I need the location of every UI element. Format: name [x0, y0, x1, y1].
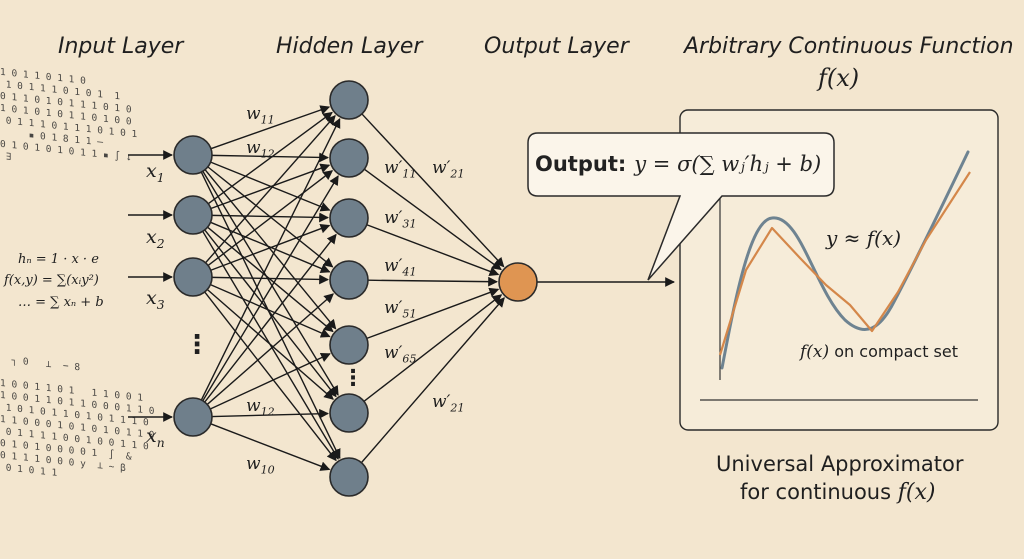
edge-h1-out — [361, 113, 505, 268]
edge-in-2-h2 — [210, 163, 331, 210]
hidden-ellipsis: ⋮ — [342, 366, 364, 391]
caption-line-2-text: for continuous — [740, 480, 892, 504]
hidden-layer-title: Hidden Layer — [276, 34, 423, 59]
hidden-node-3 — [329, 198, 369, 238]
weight-label-w12-bottom: w12 — [246, 396, 275, 419]
caption-line-2-symbol: f(x) — [897, 480, 936, 505]
input-node-4 — [173, 397, 213, 437]
edges-group — [128, 105, 675, 471]
binary-stream-bottom: ┐ 0 ⊥ − 8 1 0 0 1 1 0 1 1 1 0 0 1 1 0 0 … — [0, 355, 155, 479]
edge-in-2-h1 — [207, 111, 333, 205]
input-node-1 — [173, 135, 213, 175]
hidden-node-5 — [329, 325, 369, 365]
output-callout: Output: y = σ(∑ wⱼ′hⱼ + b) — [535, 140, 835, 188]
edge-in-3-h1 — [205, 115, 336, 264]
output-callout-bubble — [527, 132, 835, 281]
edge-in-1-h7 — [200, 171, 341, 459]
hidden-node-6 — [329, 393, 369, 433]
edge-in-4-h6 — [211, 408, 329, 419]
weight-label-w51-prime: w′51 — [384, 298, 417, 321]
edge-in-3-h4 — [211, 274, 329, 285]
input-ellipsis: ⋮ — [184, 330, 210, 360]
edge-in-4-h5 — [209, 353, 331, 410]
binary-stream-top: 1 0 1 1 0 1 1 0 1 0 1 1 1 0 1 0 1 1 0 1 … — [0, 66, 138, 164]
edge-in-4-h3 — [204, 233, 337, 403]
weight-label-w11: w11 — [246, 104, 275, 127]
edge-in-1-h6 — [202, 170, 339, 396]
weight-label-w21-prime-top: w′21 — [432, 158, 465, 181]
weight-label-w10: w10 — [246, 454, 275, 477]
edge-in-3-h6 — [206, 288, 334, 400]
weight-label-w31-prime: w′31 — [384, 208, 417, 231]
edge-in-1-h1 — [210, 105, 331, 150]
edge-in-4-h2 — [202, 175, 339, 402]
compact-set-symbol: f(x) — [800, 342, 830, 362]
edge-in-1-h2 — [211, 152, 329, 163]
approx-label: y ≈ f(x) — [826, 226, 902, 250]
weight-label-w21-prime-bottom: w′21 — [432, 392, 465, 415]
input-node-2 — [173, 195, 213, 235]
nodes-group — [173, 80, 538, 497]
compact-set-label: f(x) on compact set — [800, 342, 958, 362]
edge-h7-out — [360, 297, 505, 464]
weight-label-w12-top: w12 — [246, 138, 275, 161]
edge-in-2-h6 — [204, 229, 337, 398]
weight-label-w65-prime: w′65 — [384, 343, 417, 366]
edge-in-1-h5 — [204, 169, 337, 330]
input-label-x2: x2 — [146, 226, 165, 251]
edge-h3-out — [366, 224, 500, 277]
function-symbol: f(x) — [818, 64, 860, 92]
hidden-node-1 — [329, 80, 369, 120]
hidden-node-4 — [329, 260, 369, 300]
output-layer-title: Output Layer — [484, 34, 629, 59]
input-label-xn: xn — [146, 425, 165, 450]
formula-line-2: f(x,y) = ∑(xᵢy²) — [4, 273, 99, 288]
edge-h5-out — [366, 287, 500, 340]
input-node-3 — [173, 257, 213, 297]
edge-in-2-h5 — [207, 226, 334, 333]
output-node — [498, 262, 538, 302]
approximation-curve — [718, 171, 971, 356]
caption-line-1: Universal Approximator — [716, 452, 964, 476]
input-layer-title: Input Layer — [58, 34, 184, 59]
output-callout-label: Output: — [535, 152, 627, 176]
hidden-node-2 — [329, 138, 369, 178]
edge-h2-out — [363, 168, 502, 271]
formula-line-1: hₙ = 1 · x · e — [18, 252, 99, 267]
edge-in-3-h2 — [207, 170, 334, 267]
edge-in-3-h3 — [210, 223, 331, 271]
formula-line-3: … = ∑ xₙ + b — [18, 295, 104, 310]
weight-label-w41-prime: w′41 — [384, 256, 417, 279]
edge-in-2-h3 — [211, 212, 329, 223]
edge-h4-out — [367, 276, 498, 287]
input-label-x3: x3 — [146, 287, 165, 312]
edge-in-3-h7 — [204, 291, 337, 462]
edge-in-4-h4 — [206, 293, 334, 405]
function-title: Arbitrary Continuous Function — [684, 34, 1014, 59]
edge-in-3-h5 — [210, 283, 331, 338]
weight-label-w11-prime: w′11 — [384, 158, 417, 181]
edge-in-4-h7 — [210, 423, 331, 471]
hidden-node-7 — [329, 457, 369, 497]
edge-h6-out — [363, 294, 503, 402]
edge-in-4-h1 — [200, 117, 341, 401]
input-label-x1: x1 — [146, 160, 165, 185]
compact-set-text: on compact set — [834, 342, 959, 361]
output-callout-equation: y = σ(∑ wⱼ′hⱼ + b) — [634, 152, 822, 176]
caption-line-2: for continuous f(x) — [740, 480, 935, 505]
